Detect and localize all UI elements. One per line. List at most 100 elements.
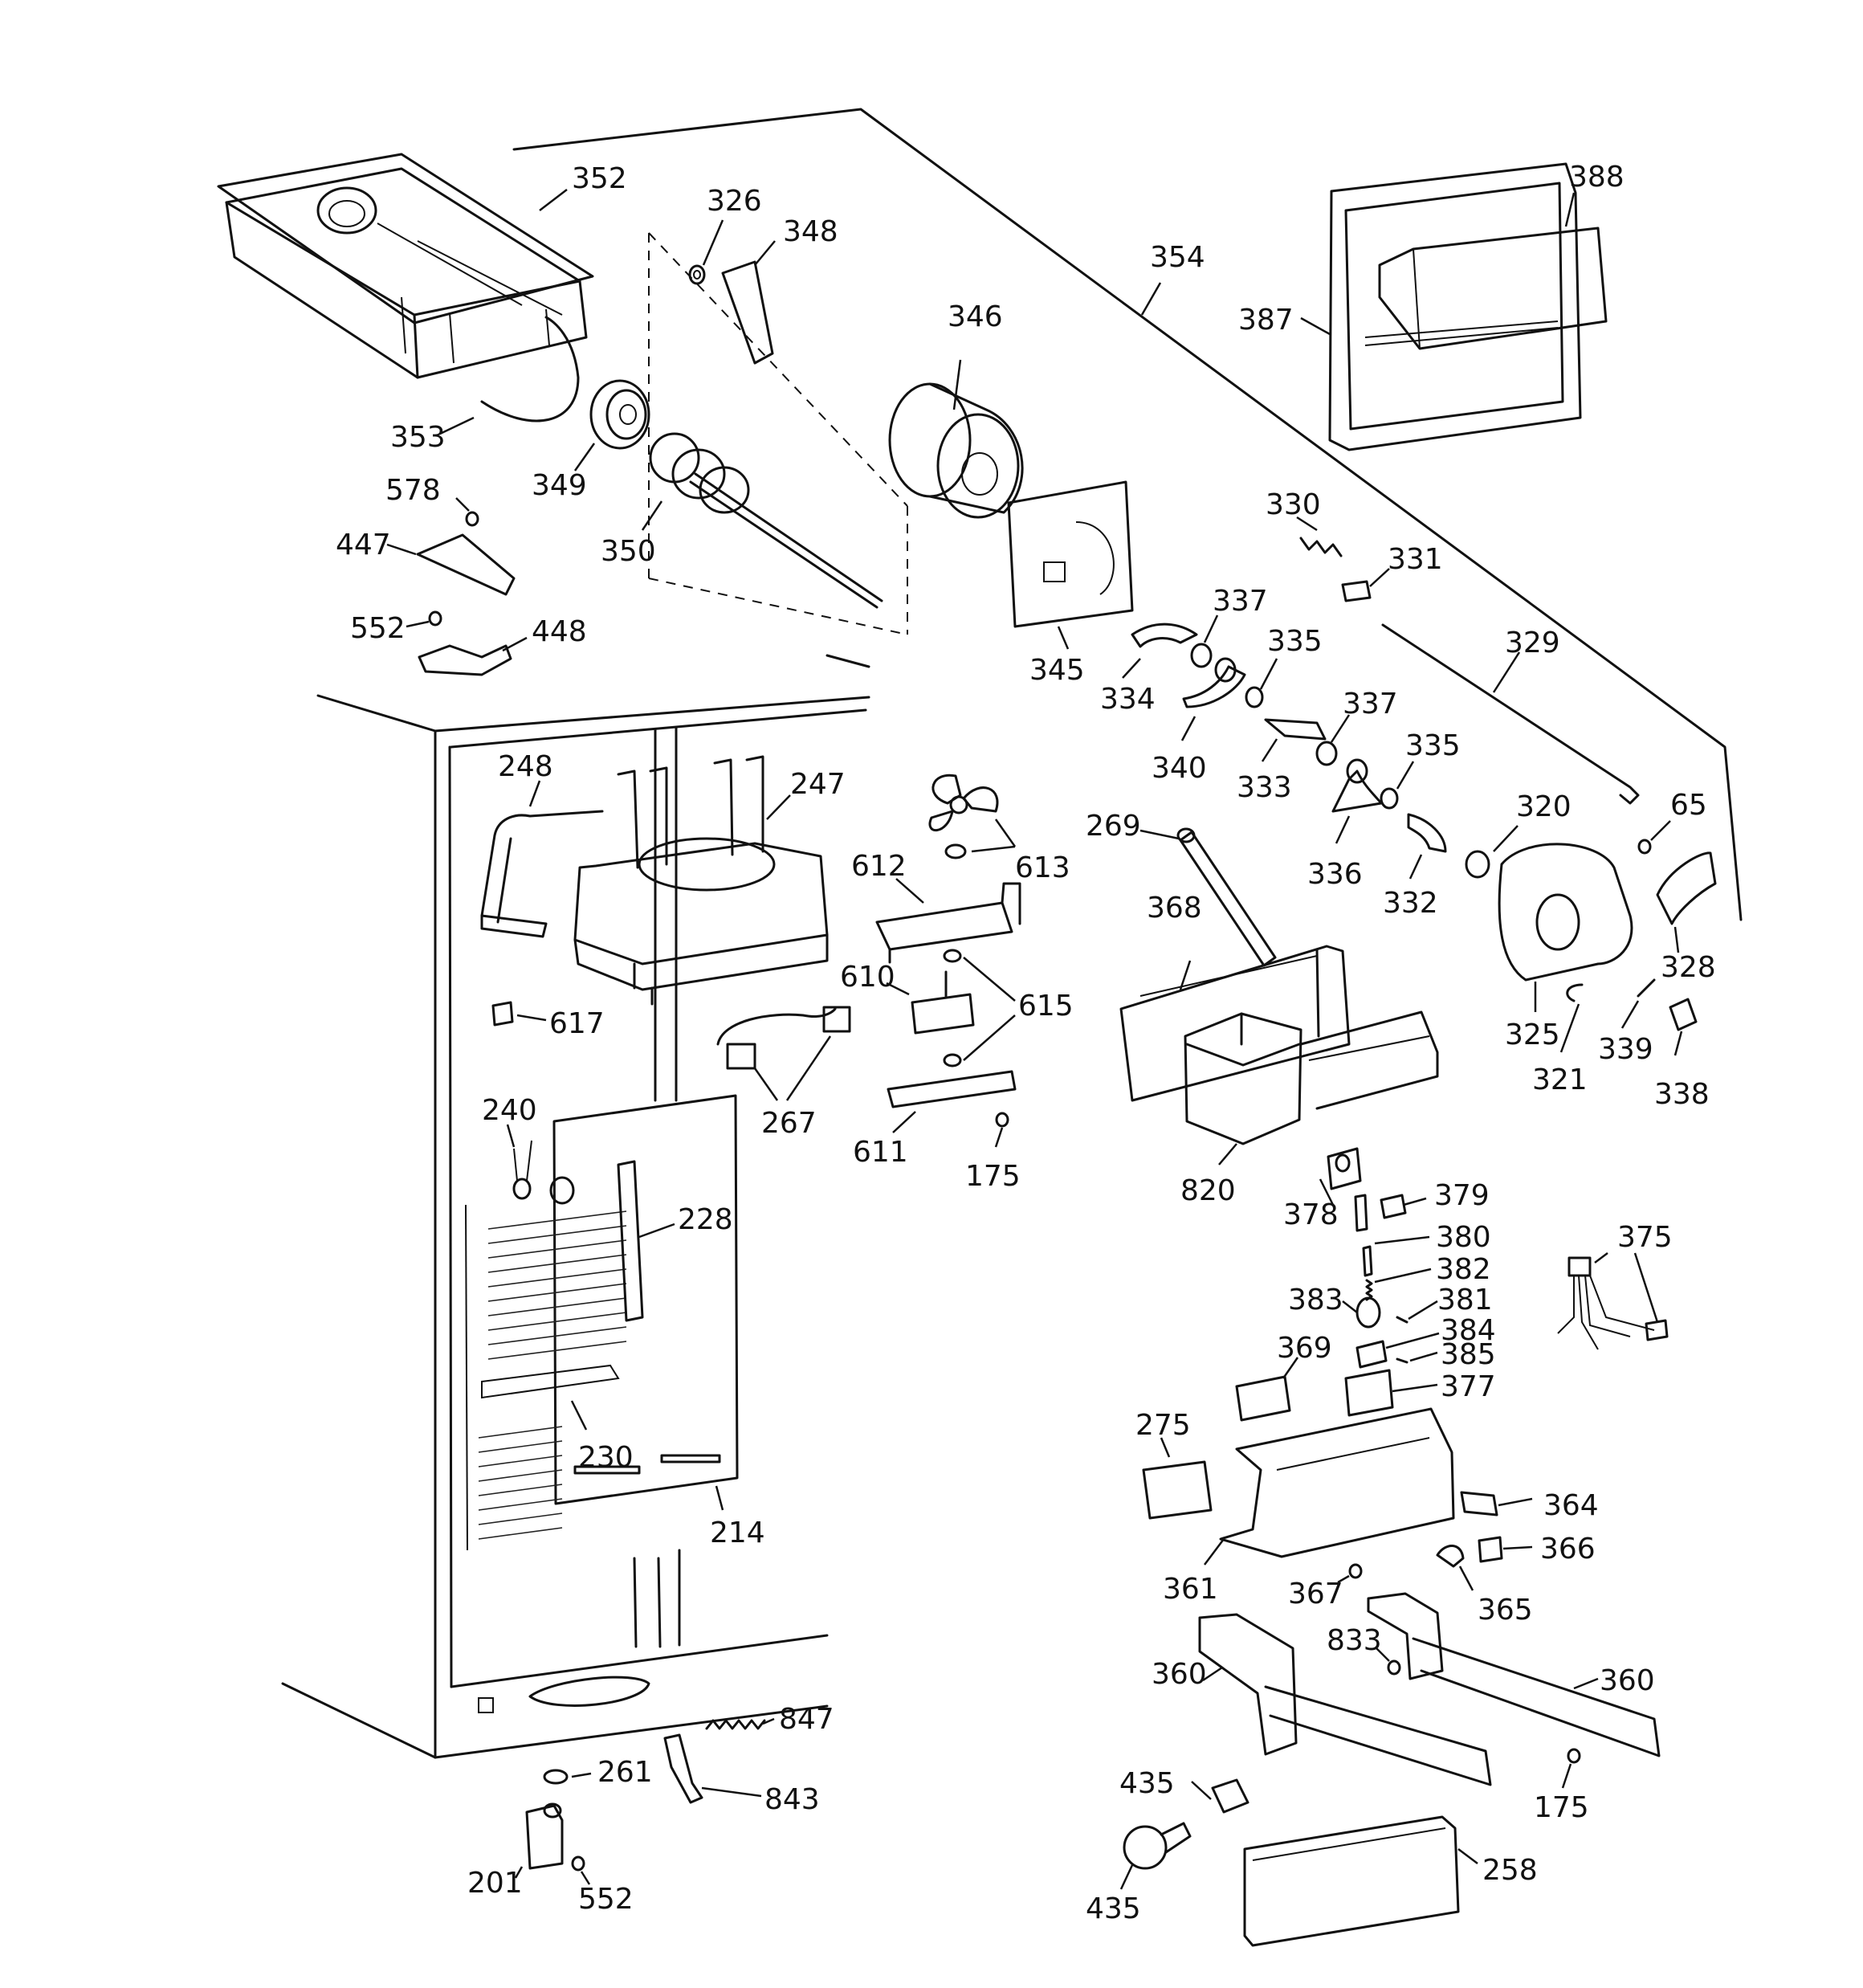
cover-275 <box>1142 1437 1213 1520</box>
heater-228 <box>617 1160 675 1322</box>
bracket-345 <box>1007 480 1134 650</box>
label-367: 367 <box>1288 1578 1343 1610</box>
fitting-364 <box>1460 1491 1533 1517</box>
label-613: 613 <box>1015 851 1070 884</box>
screw-367 <box>1337 1563 1363 1584</box>
label-360-right: 360 <box>1600 1664 1655 1697</box>
label-175-lower: 175 <box>1534 1791 1589 1824</box>
clip-321 <box>1559 983 1584 1053</box>
label-383: 383 <box>1288 1284 1343 1316</box>
gear-336 <box>1331 758 1383 844</box>
nut-366 <box>1478 1536 1533 1563</box>
cam-332 <box>1407 813 1447 880</box>
fan-shroud-247 <box>573 755 829 1006</box>
label-340: 340 <box>1152 752 1207 785</box>
evaporator-cover-214 <box>552 1094 739 1511</box>
rod-329 <box>1381 623 1640 805</box>
auger-motor-346 <box>888 359 1024 519</box>
label-338: 338 <box>1654 1078 1710 1111</box>
gear-340 <box>1180 657 1246 741</box>
label-337-upper: 337 <box>1213 585 1268 618</box>
screw-175b <box>1561 1748 1581 1789</box>
label-617: 617 <box>549 1007 605 1040</box>
label-320: 320 <box>1516 790 1572 823</box>
label-387: 387 <box>1238 304 1294 337</box>
label-269: 269 <box>1086 810 1141 843</box>
washer-326 <box>688 219 724 285</box>
lamp-socket-435 <box>1191 1778 1249 1814</box>
label-335-upper: 335 <box>1267 625 1323 658</box>
spring-330 <box>1296 516 1343 557</box>
hinge-843 <box>663 1733 762 1804</box>
label-175-upper: 175 <box>965 1160 1021 1193</box>
label-240: 240 <box>482 1094 537 1127</box>
label-333: 333 <box>1237 771 1292 804</box>
label-385: 385 <box>1441 1338 1496 1371</box>
screw-552b <box>571 1855 591 1885</box>
tube-230 <box>570 1400 588 1431</box>
label-378: 378 <box>1283 1198 1339 1231</box>
label-369: 369 <box>1277 1332 1332 1365</box>
label-230: 230 <box>578 1441 634 1474</box>
label-337-lower: 337 <box>1343 688 1398 720</box>
bracket-361 <box>1204 1407 1455 1565</box>
auger-350 <box>641 432 883 609</box>
label-345: 345 <box>1029 654 1085 687</box>
lamp-bulb-435 <box>1119 1822 1192 1890</box>
spacer-320 <box>1493 825 1519 852</box>
label-377: 377 <box>1441 1370 1496 1403</box>
retainer-348 <box>721 240 776 365</box>
thermostat-240 <box>506 1124 575 1205</box>
label-326: 326 <box>707 185 762 218</box>
auger-dashed-outline <box>648 232 908 635</box>
fan-motor-610 <box>886 949 1016 1067</box>
valve-parts-379-385 <box>1342 1194 1440 1417</box>
label-334: 334 <box>1100 683 1156 716</box>
label-228: 228 <box>678 1203 733 1236</box>
cam-334 <box>1122 623 1198 679</box>
compartment-outline-354 <box>512 108 1743 921</box>
screw-578 <box>455 497 479 527</box>
fan-blade-613 <box>928 774 1017 859</box>
label-360-left: 360 <box>1152 1658 1207 1691</box>
harness-375 <box>1557 1252 1669 1350</box>
label-833: 833 <box>1327 1624 1382 1657</box>
label-248: 248 <box>498 750 553 783</box>
label-843: 843 <box>764 1783 820 1816</box>
label-361: 361 <box>1163 1573 1218 1606</box>
label-384: 384 <box>1441 1314 1496 1347</box>
rail-360b <box>1367 1592 1661 1757</box>
washer-335a <box>1245 658 1278 708</box>
tube-248 <box>480 780 604 938</box>
lever-333 <box>1261 718 1327 762</box>
cover-328 <box>1656 851 1717 953</box>
label-261: 261 <box>597 1756 653 1789</box>
icemaker-820 <box>1184 1010 1439 1165</box>
label-353: 353 <box>390 421 446 454</box>
label-447: 447 <box>336 529 391 561</box>
icemaker-frame-368 <box>1119 945 1351 1102</box>
motor-325 <box>1465 843 1633 1012</box>
label-330: 330 <box>1266 488 1321 521</box>
harness-267 <box>716 1006 851 1101</box>
label-336: 336 <box>1307 858 1363 891</box>
label-348: 348 <box>783 215 838 248</box>
label-375: 375 <box>1617 1221 1673 1254</box>
label-267: 267 <box>761 1107 817 1140</box>
bracket-447 <box>386 533 516 596</box>
label-847: 847 <box>779 1703 834 1736</box>
label-65: 65 <box>1670 789 1707 822</box>
label-328: 328 <box>1661 951 1716 984</box>
label-354: 354 <box>1150 241 1205 274</box>
washer-335b <box>1380 761 1415 810</box>
fan-bracket-611 <box>887 1070 1017 1133</box>
label-247: 247 <box>790 768 846 801</box>
switch-369 <box>1235 1357 1299 1422</box>
cabinet-outline <box>281 654 870 1759</box>
dispenser-housing-387 <box>1300 162 1582 451</box>
clip-331 <box>1341 568 1390 602</box>
label-366: 366 <box>1540 1533 1596 1565</box>
wire-bail-353 <box>439 316 580 435</box>
fan-bracket-612 <box>875 878 1021 964</box>
label-615: 615 <box>1018 990 1074 1023</box>
